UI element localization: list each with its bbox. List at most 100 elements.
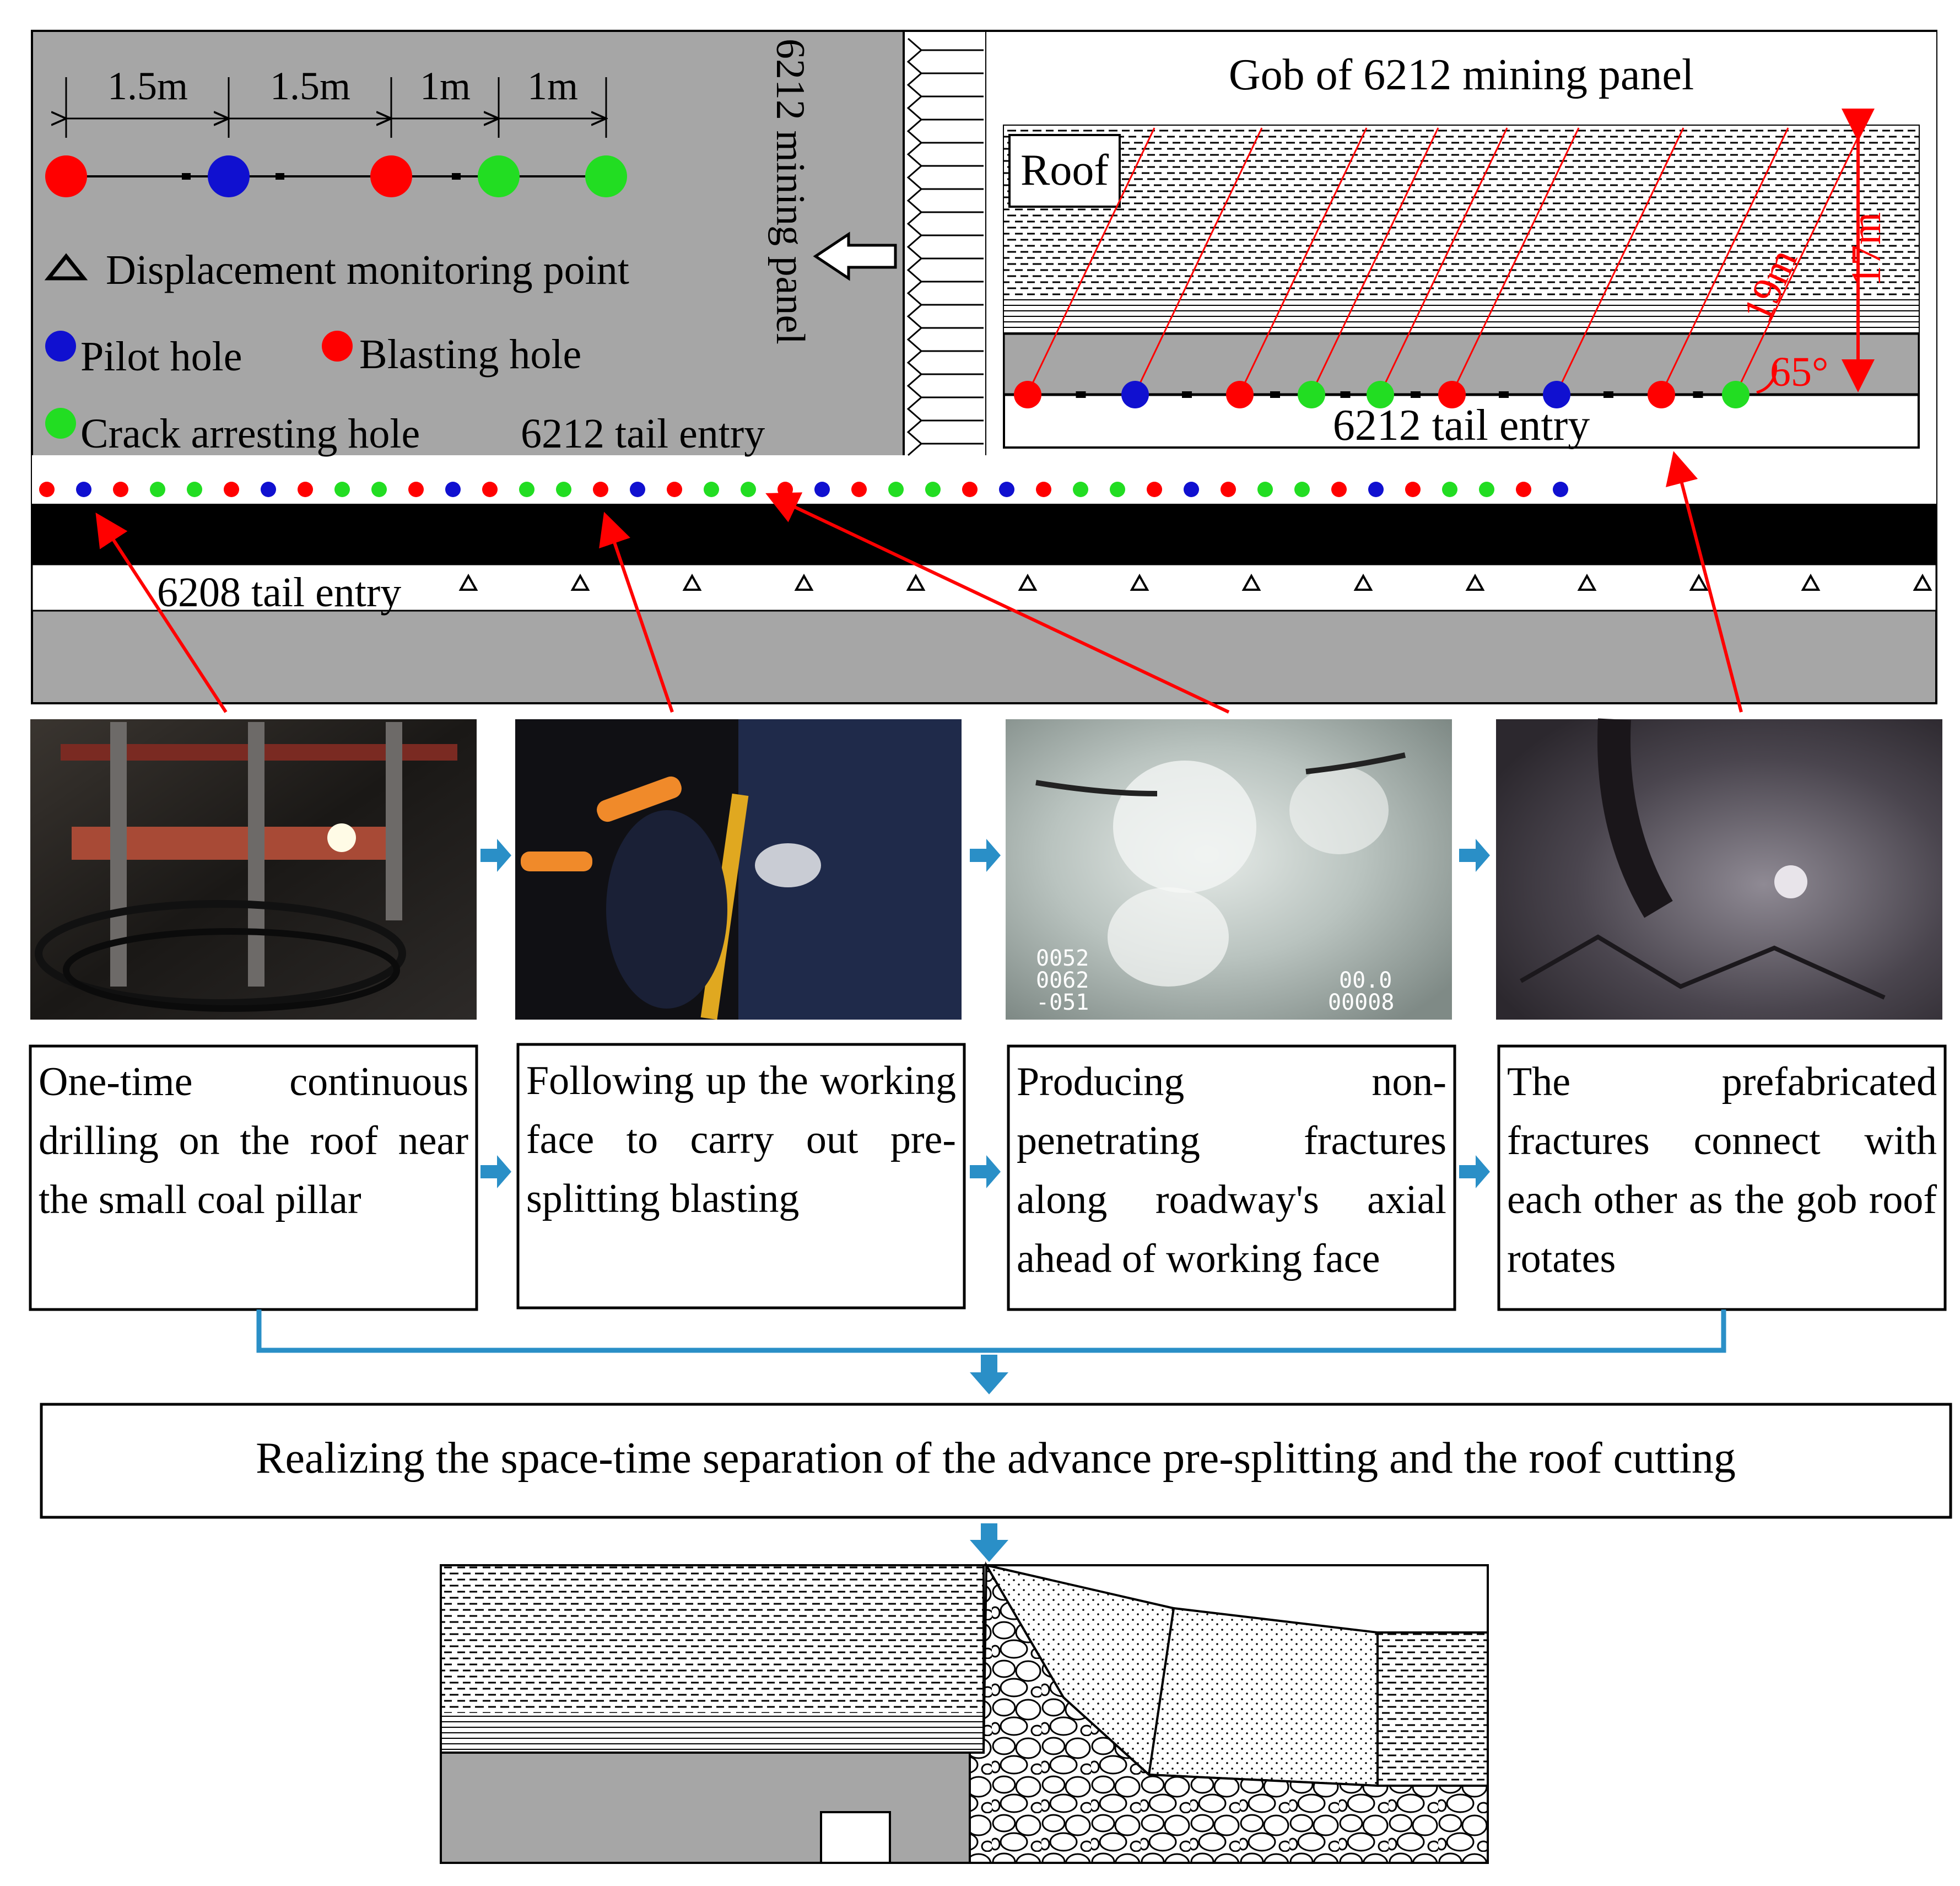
hole-marker (888, 482, 904, 497)
hole-marker (113, 482, 128, 497)
photo-blasting (515, 719, 962, 1020)
hole-marker (1036, 482, 1051, 497)
spacing-label: 1m (527, 64, 578, 108)
camera-readout: 00008 (1328, 990, 1394, 1015)
hole-marker (1121, 381, 1149, 408)
hole-marker (1184, 482, 1199, 497)
coal-pillar (32, 504, 1936, 564)
blasting-hole-icon (322, 331, 353, 362)
hole-marker (556, 482, 571, 497)
cut-line (1660, 127, 1789, 394)
blasting-hole-sample (45, 155, 87, 197)
hole-marker (1226, 381, 1254, 408)
legend-displacement: Displacement monitoring point (106, 247, 629, 293)
hole-marker (1648, 381, 1675, 408)
triangle-icon (1353, 573, 1373, 591)
hole-marker (1367, 381, 1394, 408)
hole-marker (1405, 482, 1421, 497)
hole-marker (925, 482, 941, 497)
hole-marker (814, 482, 830, 497)
arrow-right-icon (480, 1155, 511, 1188)
arrow-right-icon (1459, 839, 1490, 872)
cut-line (1134, 127, 1263, 394)
hole-marker (667, 482, 682, 497)
section-tail-entry-label: 6212 tail entry (1333, 401, 1590, 450)
hole-marker (1110, 482, 1125, 497)
hole-marker (150, 482, 165, 497)
advance-direction-arrow (813, 231, 897, 281)
angle-arc (1756, 364, 1777, 394)
step-box (29, 1044, 478, 1311)
hole-marker (371, 482, 387, 497)
triangle-icon (1465, 573, 1485, 591)
hole-marker (1257, 482, 1273, 497)
spacing-label: 1.5m (107, 64, 188, 108)
spacing-label: 1.5m (270, 64, 350, 108)
section-inset: Gob of 6212 mining panel Roof 17m 19m 65… (986, 32, 1936, 455)
cut-line (1451, 127, 1580, 394)
triangle-icon (1689, 573, 1709, 591)
camera-readout: 0052 (1036, 946, 1089, 971)
hole-marker (1438, 381, 1466, 408)
hole-marker (1553, 482, 1568, 497)
cut-line (1735, 127, 1864, 394)
cut-line (1027, 127, 1156, 394)
hole-marker (1543, 381, 1570, 408)
tail-entry-6212-strip (32, 455, 1936, 504)
step-boxes (29, 1043, 1947, 1311)
step-text: Producing non-penetrating fractures alon… (1017, 1059, 1446, 1281)
hole-marker (999, 482, 1014, 497)
triangle-icon (1018, 573, 1038, 591)
hole-marker (704, 482, 719, 497)
triangle-icon (1801, 573, 1821, 591)
camera-readout: 0062 (1036, 968, 1089, 993)
arrow-right-icon (970, 839, 1001, 872)
photo-borehole-camera: 0052 0062 -051 00.0 00008 (1006, 719, 1452, 1020)
hole-marker (1722, 381, 1750, 408)
camera-readout: -051 (1036, 990, 1089, 1015)
roadway-opening (820, 1811, 891, 1864)
triangle-icon (1913, 573, 1932, 591)
blasting-hole-sample (370, 155, 412, 197)
triangle-icon (44, 253, 88, 281)
hole-marker (76, 482, 91, 497)
arrow-right-icon (970, 1155, 1001, 1188)
cut-line (1379, 127, 1508, 394)
hole-marker (741, 482, 756, 497)
hole-marker (1294, 482, 1310, 497)
tail-entry-6208-strip (31, 563, 1937, 612)
hole-marker (1479, 482, 1494, 497)
hole-marker (777, 482, 793, 497)
crack-hole-sample (585, 155, 627, 197)
hole-marker (1073, 482, 1088, 497)
result-box (40, 1403, 1952, 1519)
photo-drilling (30, 719, 477, 1020)
hole-row (39, 482, 1568, 497)
hole-marker (224, 482, 239, 497)
hole-marker (630, 482, 645, 497)
triangle-icon (458, 573, 478, 591)
step-box (1007, 1044, 1456, 1311)
section-title: Gob of 6212 mining panel (1229, 51, 1694, 99)
tail-entry-6212-label: 6212 tail entry (521, 411, 765, 457)
hole-marker (593, 482, 608, 497)
legend-pilot: Pilot hole (80, 333, 242, 380)
flow-arrows (480, 839, 1490, 1188)
roof-cutting-section (440, 1561, 1489, 1864)
pilot-hole-icon (45, 331, 76, 362)
legend-crack: Crack arresting hole (80, 411, 420, 457)
down-arrow-icon (970, 1523, 1008, 1562)
support-shields (906, 37, 984, 456)
step-box (1497, 1044, 1947, 1311)
mining-panel-label: 6212 mining panel (768, 39, 813, 344)
crack-hole-sample (478, 155, 520, 197)
hole-marker (1368, 482, 1384, 497)
hole-marker (408, 482, 424, 497)
hole-marker (482, 482, 498, 497)
step-box (516, 1043, 966, 1310)
cut-line (1556, 127, 1684, 394)
cut-line (1239, 127, 1368, 394)
monitoring-points (458, 573, 1932, 591)
result-text: Realizing the space-time separation of t… (256, 1434, 1736, 1483)
hole-spacing-legend: 1.5m 1.5m 1m 1m (45, 64, 627, 197)
